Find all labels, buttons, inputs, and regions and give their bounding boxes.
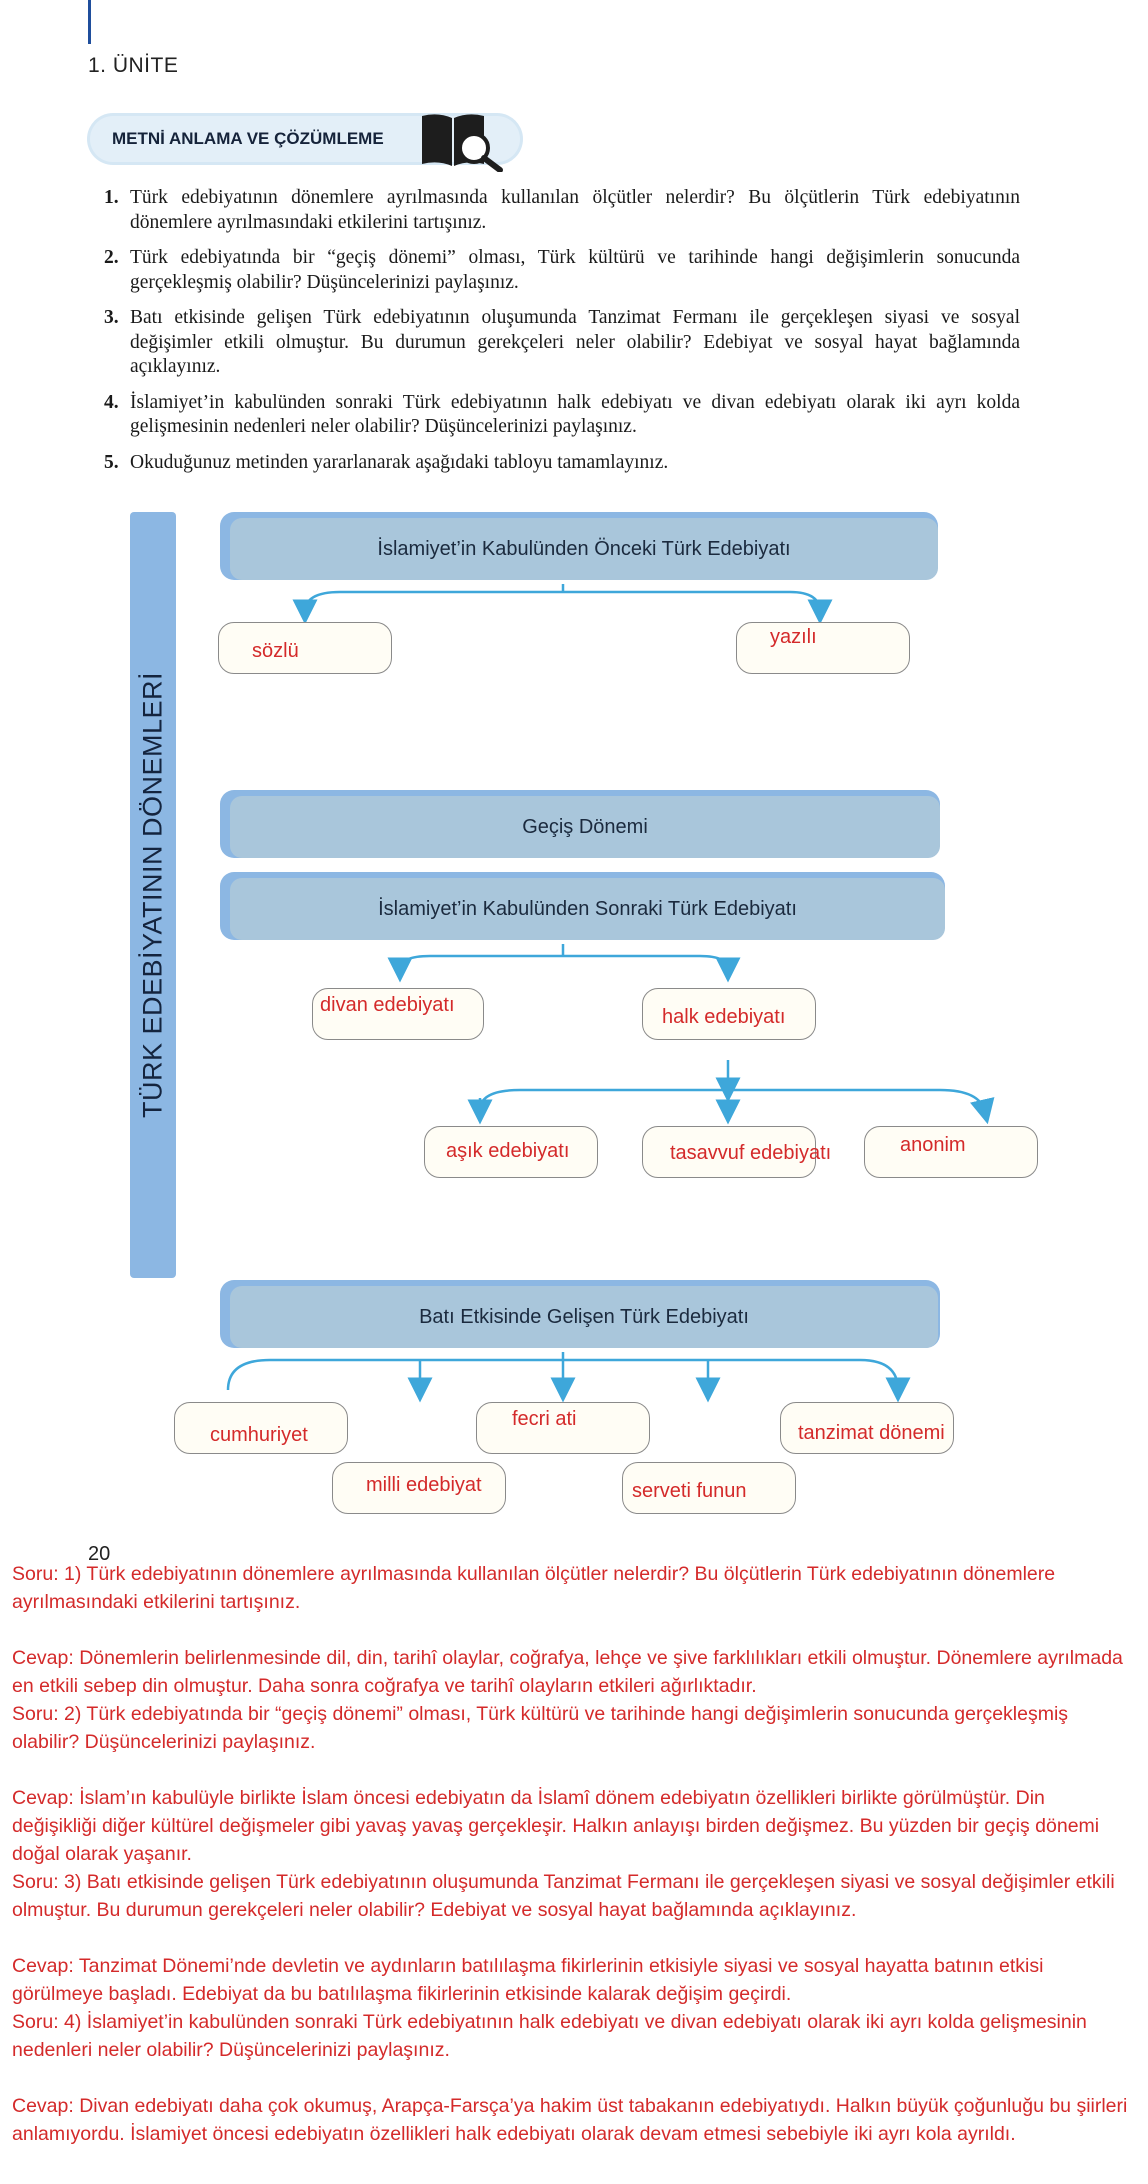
question-item: 2. Türk edebiyatında bir “geçiş dönemi” o… bbox=[104, 246, 1020, 295]
answer-halk: halk edebiyatı bbox=[662, 1006, 786, 1028]
qa-question: Soru: 1) Türk edebiyatının dönemlere ayr… bbox=[12, 1563, 1056, 1613]
question-item: 1. Türk edebiyatının dönemlere ayrılmasın… bbox=[104, 186, 1020, 235]
question-item: 5. Okuduğunuz metinden yararlanarak aşağı… bbox=[104, 451, 1020, 476]
answer-box bbox=[642, 988, 816, 1040]
answer-box bbox=[424, 1126, 598, 1178]
section-title: METNİ ANLAMA VE ÇÖZÜMLEME bbox=[112, 129, 384, 148]
band-west: Batı Etkisinde Gelişen Türk Edebiyatı bbox=[230, 1286, 938, 1348]
qa-answer: Cevap: Divan edebiyatı daha çok okumuş, … bbox=[12, 2095, 1128, 2145]
book-search-icon bbox=[422, 114, 503, 172]
answer-anonim: anonim bbox=[900, 1134, 966, 1156]
answer-box bbox=[864, 1126, 1038, 1178]
answer-milli: milli edebiyat bbox=[366, 1474, 482, 1496]
question-number: 4. bbox=[104, 391, 119, 413]
answer-tanzimat: tanzimat dönemi bbox=[798, 1422, 945, 1444]
question-text: İslamiyet’in kabulünden sonraki Türk ede… bbox=[130, 391, 1020, 438]
qa-answer: Cevap: Tanzimat Dönemi’nde devletin ve a… bbox=[12, 1955, 1044, 2005]
answer-divan: divan edebiyatı bbox=[320, 994, 455, 1016]
diagram-vertical-bar bbox=[130, 512, 176, 1278]
qa-question: Soru: 2) Türk edebiyatında bir “geçiş dö… bbox=[12, 1703, 1069, 1753]
answer-box bbox=[218, 622, 392, 674]
question-item: 4. İslamiyet’in kabulünden sonraki Türk e… bbox=[104, 391, 1020, 440]
question-text: Batı etkisinde gelişen Türk edebiyatının… bbox=[130, 307, 1020, 377]
band-pre-islam: İslamiyet’in Kabulünden Önceki Türk Edeb… bbox=[230, 518, 938, 580]
question-text: Türk edebiyatının dönemlere ayrılmasında… bbox=[130, 187, 1020, 233]
qa-answer: Cevap: Dönemlerin belirlenmesinde dil, d… bbox=[12, 1647, 1123, 1697]
question-text: Okuduğunuz metinden yararlanarak aşağıda… bbox=[130, 451, 669, 473]
question-number: 5. bbox=[104, 451, 119, 473]
answer-servet: serveti funun bbox=[632, 1480, 747, 1502]
answer-fecri-ati: fecri ati bbox=[512, 1408, 577, 1430]
band-post-islam: İslamiyet’in Kabulünden Sonraki Türk Ede… bbox=[230, 878, 945, 940]
qa-question: Soru: 3) Batı etkisinde gelişen Türk ede… bbox=[12, 1871, 1115, 1921]
page-number: 20 bbox=[88, 1543, 111, 1565]
answer-box bbox=[780, 1402, 954, 1454]
qa-section: Soru: 1) Türk edebiyatının dönemlere ayr… bbox=[12, 1560, 1130, 2148]
answer-sozlu: sözlü bbox=[252, 640, 299, 662]
answer-cumhuriyet: cumhuriyet bbox=[210, 1424, 308, 1446]
qa-question: Soru: 4) İslamiyet’in kabulünden sonraki… bbox=[12, 2011, 1087, 2061]
question-number: 1. bbox=[104, 187, 119, 208]
diagram-connectors bbox=[226, 584, 995, 1403]
answer-box bbox=[736, 622, 910, 674]
question-number: 2. bbox=[104, 247, 119, 268]
answer-box bbox=[312, 988, 484, 1040]
unit-marker-bar bbox=[88, 0, 91, 44]
band-transition: Geçiş Dönemi bbox=[230, 796, 940, 858]
answer-box bbox=[332, 1462, 506, 1514]
answer-yazili: yazılı bbox=[770, 626, 817, 648]
question-text: Türk edebiyatında bir “geçiş dönemi” olm… bbox=[130, 247, 1020, 293]
question-item: 3. Batı etkisinde gelişen Türk edebiyatın… bbox=[104, 306, 1020, 380]
question-number: 3. bbox=[104, 307, 119, 328]
answer-asik: aşık edebiyatı bbox=[446, 1140, 570, 1162]
question-list: 1. Türk edebiyatının dönemlere ayrılmasın… bbox=[104, 186, 1020, 486]
answer-box bbox=[174, 1402, 348, 1454]
answer-box bbox=[642, 1126, 816, 1178]
answer-tasavvuf: tasavvuf edebiyatı bbox=[670, 1142, 832, 1164]
answer-box bbox=[622, 1462, 796, 1514]
answer-box bbox=[476, 1402, 650, 1454]
qa-answer: Cevap: İslam’ın kabulüyle birlikte İslam… bbox=[12, 1787, 1100, 1865]
unit-title: 1. ÜNİTE bbox=[88, 54, 179, 77]
